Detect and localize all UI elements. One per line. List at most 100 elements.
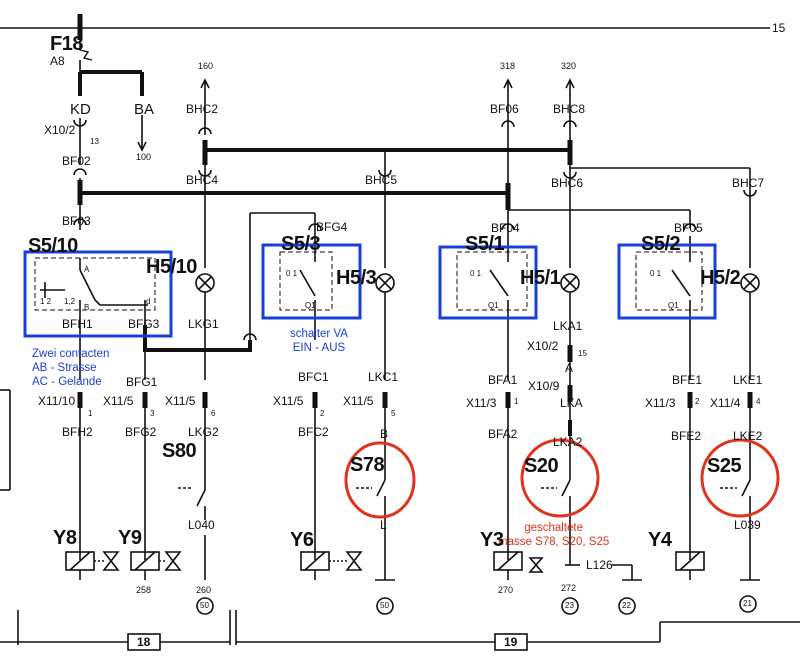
connector-lkc-b: B xyxy=(380,427,389,441)
connector-bhc7: BHC7 xyxy=(732,176,765,190)
terminal-160: 160 xyxy=(198,61,214,71)
contact-q1-s5-2: Q1 xyxy=(668,301,679,310)
load-y9: Y9 xyxy=(118,527,142,549)
note-s5-10: Zwei contacten AB - Strasse AC - Gelande xyxy=(32,347,109,389)
connector-x10-9: X10/9 xyxy=(528,379,560,393)
connector-bhc2: BHC2 xyxy=(186,102,219,116)
highlight-box-s5-3 xyxy=(261,243,362,320)
connector-x11-10: X11/10 xyxy=(38,394,76,408)
connector-bfe1: BFE1 xyxy=(672,373,703,387)
connector-lka-a: A xyxy=(565,361,574,375)
connector-lkg2: LKG2 xyxy=(188,425,219,439)
highlight-circle-s25 xyxy=(700,438,780,518)
lamp-h5-2: H5/2 xyxy=(700,267,741,289)
note-s5-10-line1: Zwei contacten xyxy=(32,348,110,360)
note-s20-line1: geschaltete xyxy=(524,522,584,534)
connector-lkc1: LKC1 xyxy=(368,370,399,384)
connector-x11-5-b-pin: 6 xyxy=(211,409,216,418)
note-s5-10-line3: AC - Gelande xyxy=(32,376,102,388)
connector-bhc6: BHC6 xyxy=(551,176,584,190)
load-y8: Y8 xyxy=(53,527,77,549)
connector-bfg1: BFG1 xyxy=(126,375,158,389)
connector-l040: L040 xyxy=(188,518,215,532)
connector-ba: BA xyxy=(134,101,155,118)
note-s5-3: schalter VA EIN - AUS xyxy=(290,327,348,355)
fuse-f18-label: F18 xyxy=(50,33,83,55)
ground-270: 270 xyxy=(498,585,514,595)
connector-x11-3-a-pin: 1 xyxy=(514,397,519,406)
connector-x11-5-b: X11/5 xyxy=(165,394,196,408)
connector-x11-5-a-pin: 3 xyxy=(150,409,155,418)
note-s5-3-line2: EIN - AUS xyxy=(292,342,346,354)
contact-01-s5-1: 0 1 xyxy=(470,269,482,278)
lamp-h5-1-icon xyxy=(560,273,580,293)
switch-s78: S78 xyxy=(350,454,385,476)
fuse-f18-rating: A8 xyxy=(50,54,65,68)
terminal-320: 320 xyxy=(561,61,577,71)
connector-x11-5-a: X11/5 xyxy=(103,394,134,408)
sheet-19: 19 xyxy=(504,635,518,649)
connector-bf05: BF05 xyxy=(674,221,703,235)
note-s5-10-line2: AB - Strasse xyxy=(32,362,97,374)
connector-bfa2: BFA2 xyxy=(488,427,518,441)
connector-x11-5-c: X11/5 xyxy=(273,394,304,408)
contact-q1-s5-3: Q1 xyxy=(305,301,316,310)
ref-22: 22 xyxy=(622,601,631,610)
ref-21: 21 xyxy=(743,599,752,608)
ref-circle-21 xyxy=(739,595,757,613)
contact-a: A xyxy=(84,265,90,274)
ref-circle-50b xyxy=(376,597,394,615)
page-ref-label: 15 xyxy=(772,21,786,35)
lamp-h5-10-icon xyxy=(195,273,215,293)
connector-bfh2: BFH2 xyxy=(62,425,93,439)
switch-s5-1: S5/1 xyxy=(465,233,505,255)
ref-23: 23 xyxy=(565,601,574,610)
connector-x11-3-b: X11/3 xyxy=(645,396,676,410)
switch-s5-2: S5/2 xyxy=(641,233,681,255)
highlight-box-s5-1 xyxy=(438,245,538,320)
connector-bhc4: BHC4 xyxy=(186,173,219,187)
ref-50b: 50 xyxy=(380,601,389,610)
switch-s25: S25 xyxy=(707,455,742,477)
ground-258: 258 xyxy=(136,585,152,595)
connector-x11-3-b-pin: 2 xyxy=(695,397,700,406)
connector-lka2: LKA2 xyxy=(553,435,583,449)
lamp-h5-3-icon xyxy=(375,273,395,293)
note-s20-line2: masse S78, S20, S25 xyxy=(498,536,610,548)
highlight-box-s5-2 xyxy=(617,243,717,320)
contact-d: d xyxy=(146,297,151,306)
lamp-h5-3: H5/3 xyxy=(336,267,377,289)
terminal-100: 100 xyxy=(136,152,152,162)
connector-bfa1: BFA1 xyxy=(488,373,518,387)
connector-x10-2-mid-pin: 15 xyxy=(578,349,587,358)
connector-x11-4: X11/4 xyxy=(710,396,741,410)
connector-x11-4-pin: 4 xyxy=(756,397,761,406)
connector-lke1: LKE1 xyxy=(733,373,763,387)
connector-kd: KD xyxy=(70,101,91,118)
contact-01-s5-3: 0 1 xyxy=(286,269,298,278)
connector-bfg3: BFG3 xyxy=(128,317,160,331)
note-s5-3-line1: schalter VA xyxy=(290,328,348,340)
connector-x10-2-left-pin: 13 xyxy=(90,137,99,146)
ground-260: 260 xyxy=(196,585,212,595)
connector-lka: LKA xyxy=(560,396,583,410)
connector-l-s78: L xyxy=(380,518,387,532)
connector-bhc8: BHC8 xyxy=(553,102,586,116)
connector-lke2: LKE2 xyxy=(733,429,763,443)
contact-12b: 1,2 xyxy=(64,297,76,306)
connector-x10-2-mid: X10/2 xyxy=(527,339,559,353)
ground-272: 272 xyxy=(561,583,577,593)
connector-lka1: LKA1 xyxy=(553,319,583,333)
lamp-h5-10: H5/10 xyxy=(146,256,197,278)
connector-bfc2: BFC2 xyxy=(298,425,329,439)
switch-s5-3: S5/3 xyxy=(281,233,321,255)
lamp-h5-2-icon xyxy=(740,273,760,293)
ref-circle-50a xyxy=(196,597,214,615)
contact-b: B xyxy=(84,303,90,312)
connector-bfg4: BFG4 xyxy=(316,220,348,234)
connector-x11-5-c-pin: 2 xyxy=(320,409,325,418)
load-y3: Y3 xyxy=(480,529,504,551)
ref-50a: 50 xyxy=(200,601,209,610)
connector-bfh1: BFH1 xyxy=(62,317,93,331)
